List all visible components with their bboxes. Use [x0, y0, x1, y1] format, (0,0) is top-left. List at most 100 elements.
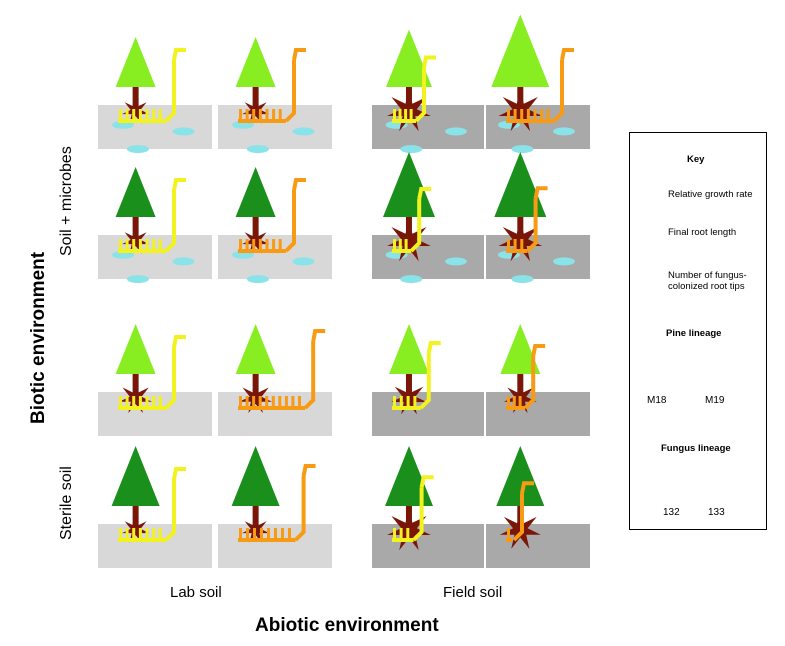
fungus-riser — [526, 198, 538, 253]
fungus-root-tip — [132, 109, 136, 119]
fungus-hook — [172, 178, 186, 191]
fungus-hypha-base — [506, 538, 512, 542]
panel-0-3 — [486, 14, 590, 154]
microbe — [172, 127, 195, 136]
fungus-hypha-base — [238, 249, 286, 253]
trunk — [405, 374, 412, 398]
fungus-root-tip — [125, 528, 129, 538]
fungus-root-tip — [145, 239, 149, 249]
fungus-riser — [294, 476, 306, 542]
trunk — [132, 374, 139, 398]
fungus-root-tip — [278, 109, 282, 119]
fungus-hypha-base — [118, 538, 166, 542]
fungus-mycelium — [118, 239, 166, 253]
fungus-root-tip — [258, 109, 262, 119]
microbe — [553, 257, 575, 266]
panel-2-2 — [372, 324, 484, 436]
fungus-hypha-base — [238, 538, 296, 542]
fungus-root-tip — [252, 239, 256, 249]
fungus-root-tip — [152, 396, 156, 406]
fungus-root-tip — [267, 528, 270, 538]
fungus-root-tip — [404, 239, 408, 249]
pine-canopy — [383, 152, 435, 217]
pine-canopy — [231, 446, 280, 506]
soil-block — [486, 524, 590, 568]
fungus-hypha-base — [392, 249, 412, 253]
fungus-root-tip — [239, 109, 242, 119]
key-pine-m18-label: M18 — [647, 395, 667, 406]
fungus-riser — [412, 487, 424, 542]
panel-3-2 — [372, 446, 484, 568]
key-fungus-133-label: 133 — [708, 507, 725, 518]
fungus-root-tip — [245, 239, 249, 249]
fungus-root-tip — [253, 528, 256, 538]
fungus-root-tip — [393, 239, 396, 249]
fungus-riser — [303, 341, 316, 410]
fungus-root-tip — [119, 239, 122, 249]
trunk — [517, 87, 524, 111]
trunk — [517, 374, 524, 398]
microbe — [400, 145, 423, 154]
panel-0-1 — [218, 37, 332, 154]
fungus-root-tip — [152, 239, 156, 249]
panel-2-0 — [98, 324, 212, 436]
fungus-root-tip — [393, 109, 396, 119]
fungus-root-tip — [278, 239, 282, 249]
microbe — [292, 257, 315, 266]
fungus-mycelium — [238, 396, 306, 410]
pine-canopy — [491, 14, 550, 87]
fungus-root-tip — [158, 239, 162, 249]
fungus-root-tip — [119, 528, 122, 538]
microbe — [445, 257, 467, 266]
fungus-root-tip — [265, 396, 269, 406]
fungus-hook — [560, 48, 574, 61]
trunk — [252, 87, 259, 111]
pine-canopy — [235, 37, 276, 87]
fungus-root-tip — [138, 109, 142, 119]
fungus-root-tip — [239, 239, 242, 249]
fungus-root-tip — [265, 239, 269, 249]
fungus-mycelium — [506, 528, 512, 542]
fungus-root-tip — [152, 109, 156, 119]
trunk — [132, 506, 139, 530]
fungus-riser — [164, 190, 176, 253]
fungus-root-tip — [404, 109, 408, 119]
fungus-root-tip — [507, 528, 510, 538]
fungus-root-tip — [512, 396, 516, 406]
fungus-root-tip — [298, 396, 301, 406]
fungus-mycelium — [392, 239, 412, 253]
microbe — [511, 145, 534, 154]
pine-canopy — [115, 324, 156, 374]
fungus-hook — [533, 186, 548, 199]
fungus-root-tip — [265, 109, 269, 119]
fungus-root-tip — [132, 396, 136, 406]
fungus-root-tip — [507, 396, 510, 406]
fungus-hypha-base — [238, 406, 306, 410]
panel-2-3 — [486, 324, 590, 436]
fungus-root-tip — [119, 109, 122, 119]
fungus-mycelium — [118, 396, 166, 410]
fungus-hypha-base — [118, 249, 166, 253]
key-growth-label: Relative growth rate — [668, 189, 753, 200]
panel-0-0 — [98, 37, 212, 154]
panel-0-2 — [372, 29, 484, 154]
microbe — [246, 275, 269, 284]
fungus-hypha-base — [506, 249, 528, 253]
fungus-hook — [301, 464, 316, 477]
col-label-lab-soil: Lab soil — [170, 584, 222, 601]
fungus-root-tip — [507, 109, 510, 119]
trunk — [405, 87, 412, 111]
fungus-root-tip — [239, 528, 242, 538]
fungus-hypha-base — [118, 406, 166, 410]
fungus-hypha-base — [392, 119, 416, 123]
fungus-hypha-base — [238, 119, 286, 123]
fungus-root-tip — [291, 396, 295, 406]
key-title: Key — [687, 154, 705, 165]
microbe — [126, 275, 149, 284]
pine-canopy — [386, 29, 432, 87]
key-pine-m19-label: M19 — [705, 395, 725, 406]
microbe — [400, 275, 423, 284]
fungus-root-tip — [540, 109, 544, 119]
fungus-root-tip — [520, 239, 524, 249]
fungus-root-tip — [281, 528, 284, 538]
